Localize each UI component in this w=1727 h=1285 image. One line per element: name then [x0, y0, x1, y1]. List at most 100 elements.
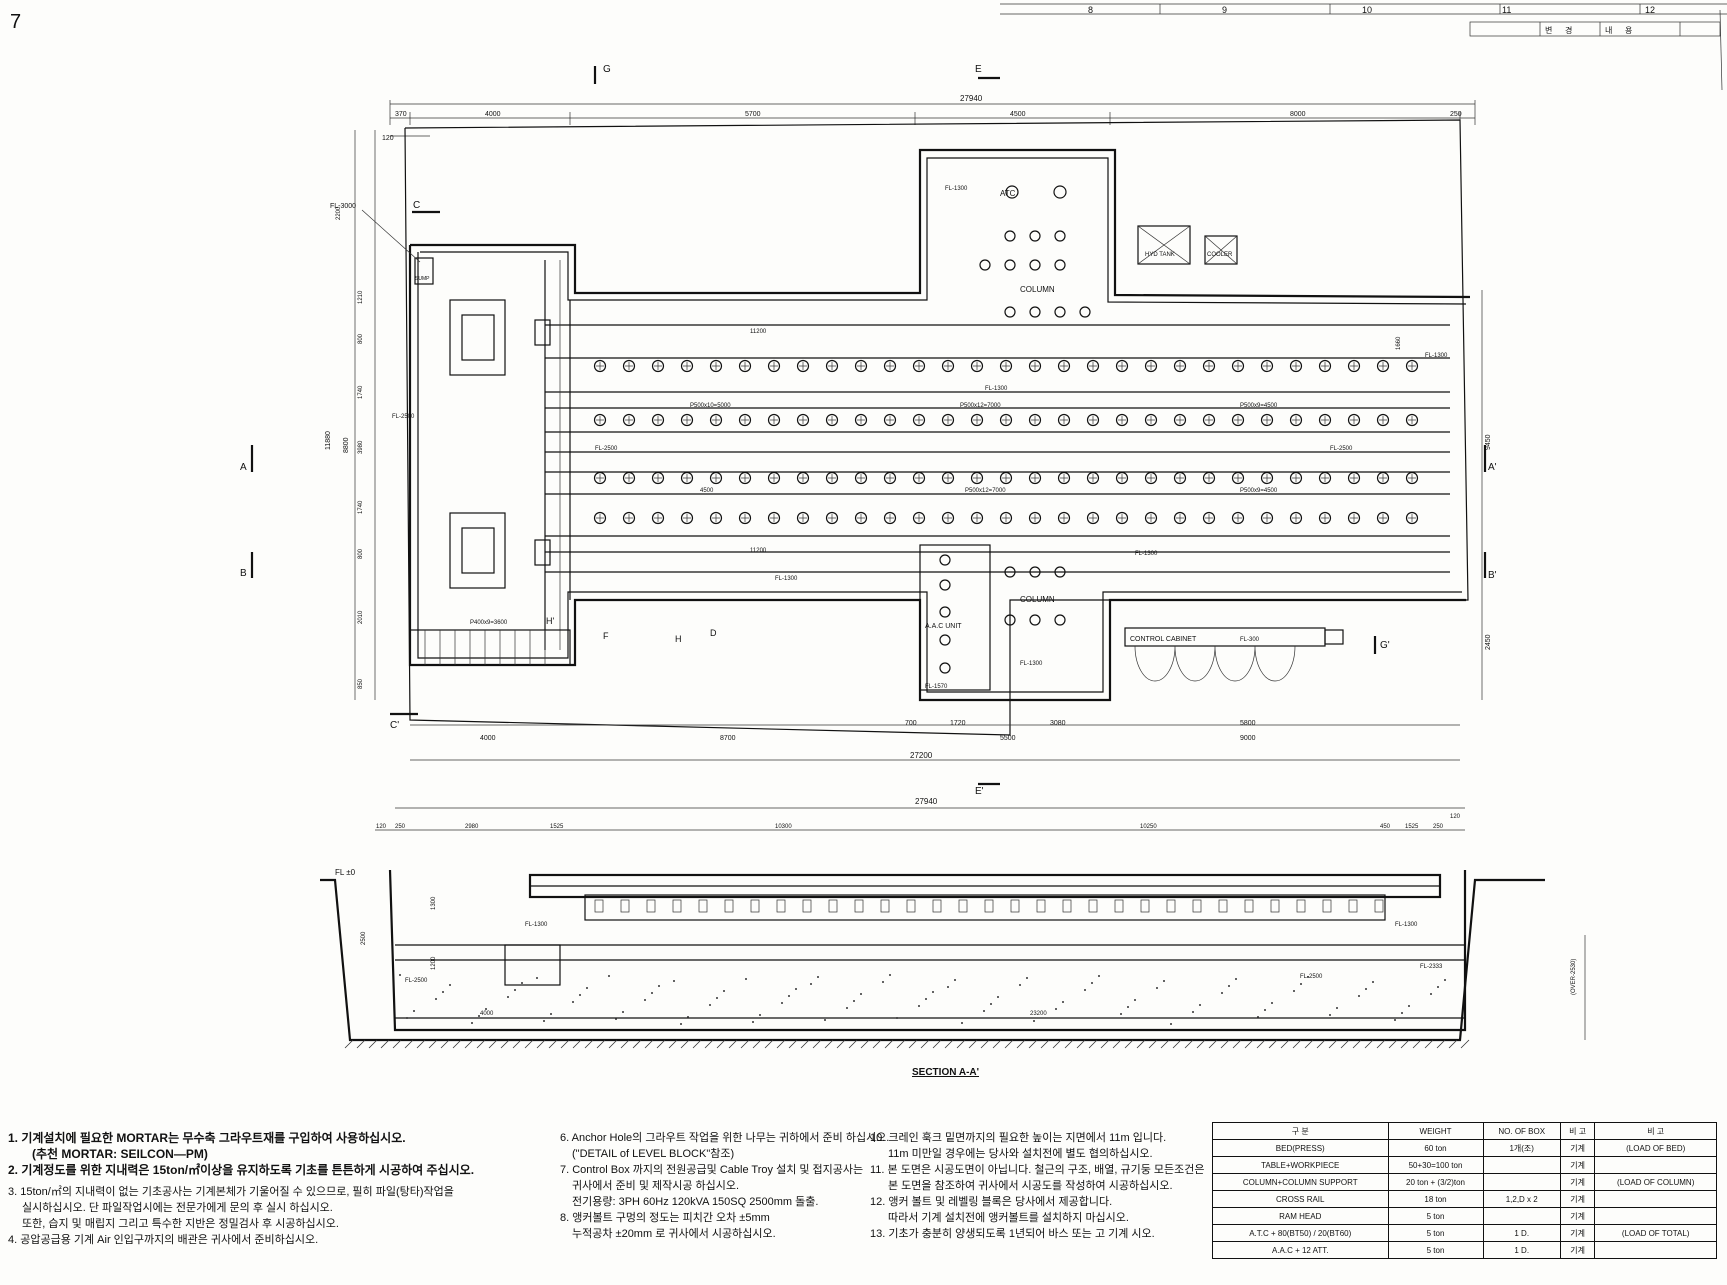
table-cell: A.A.C + 12 ATT.	[1212, 1241, 1389, 1259]
dim-overall-top: 27940	[960, 94, 983, 103]
hatch-line	[344, 1039, 354, 1049]
concrete-dot	[1055, 1008, 1057, 1010]
note-1-sub: (추천 MORTAR: SEILCON—PM)	[32, 1147, 208, 1161]
concrete-dot	[947, 986, 949, 988]
table-cell: 20 ton + (3/2)ton	[1387, 1173, 1484, 1191]
concrete-dot	[882, 981, 884, 983]
concrete-dot	[543, 1020, 545, 1022]
dim-top-1: 370	[395, 111, 407, 118]
section-bolt	[750, 899, 760, 913]
hatch-line	[1172, 1039, 1182, 1049]
hatch-line	[1040, 1039, 1050, 1049]
hatch-line	[1004, 1039, 1014, 1049]
concrete-dot	[1098, 975, 1100, 977]
anchor-bolt-hole	[1086, 359, 1100, 373]
pit-support	[504, 944, 561, 986]
concrete-dot	[1257, 1016, 1259, 1018]
hatch-line	[1256, 1039, 1266, 1049]
sec-height-r: (OVER-2530)	[1571, 959, 1577, 995]
hyd-tank	[1137, 225, 1191, 265]
hatch-line	[368, 1039, 378, 1049]
anchor-bolt-hole	[1376, 359, 1390, 373]
anchor-bolt-hole	[1347, 511, 1361, 525]
label-atc: ATC	[1000, 189, 1016, 198]
anchor-bolt-hole	[1173, 359, 1187, 373]
hatch-line	[1424, 1039, 1434, 1049]
label-fl300: FL-300	[1240, 637, 1260, 643]
anchor-bolt-hole	[1405, 471, 1419, 485]
hatch-line	[728, 1039, 738, 1049]
anchor-bolt-hole	[1260, 471, 1274, 485]
anchor-bolt-hole	[622, 471, 636, 485]
section-c-prime: C'	[390, 720, 399, 731]
anchor-bolt-hole	[1231, 359, 1245, 373]
concrete-dot	[406, 1017, 408, 1019]
table-cell: 1 D.	[1482, 1224, 1561, 1242]
anchor-bolt-hole	[738, 413, 752, 427]
table-cell: 기계	[1559, 1207, 1596, 1225]
table-cell	[1482, 1207, 1561, 1225]
anchor-bolt-hole	[970, 413, 984, 427]
dim-right-1: 1660	[1396, 336, 1402, 350]
hatch-line	[944, 1039, 954, 1049]
anchor-bolt-hole	[796, 359, 810, 373]
table-cell: 기계	[1559, 1224, 1596, 1242]
anchor-bolt-hole	[767, 359, 781, 373]
strip-num-10: 10	[1362, 5, 1372, 15]
section-bolt	[1166, 899, 1176, 913]
anchor-bolt-hole	[1057, 511, 1071, 525]
anchor-bolt-hole	[1405, 413, 1419, 427]
strip-num-8: 8	[1088, 5, 1093, 15]
section-bolt	[1114, 899, 1124, 913]
concrete-dot	[521, 982, 523, 984]
dim-11200-top: 11200	[750, 329, 767, 335]
anchor-bolt-hole	[1144, 511, 1158, 525]
concrete-dot	[1365, 988, 1367, 990]
anchor-bolt-hole	[622, 359, 636, 373]
anchor-bolt-hole	[796, 511, 810, 525]
sec-fl1300-l: FL-1300	[525, 922, 548, 928]
table-cell: BED(PRESS)	[1212, 1139, 1389, 1157]
dim-top-3: 5700	[745, 111, 761, 118]
hatch-line	[512, 1039, 522, 1049]
concrete-dot	[680, 1023, 682, 1025]
dim-bot-6: 3080	[1050, 720, 1066, 727]
hatch-line	[752, 1039, 762, 1049]
hatch-line	[1196, 1039, 1206, 1049]
section-e-prime: E'	[975, 786, 984, 797]
table-cell: 기계	[1559, 1173, 1596, 1191]
ground-hatch	[344, 1039, 1470, 1049]
dim-overall-bottom: 27200	[910, 751, 933, 760]
label-fl1300-a: FL-1300	[985, 386, 1008, 392]
hatch-line	[560, 1039, 570, 1049]
label-fl3000: FL-3000	[330, 203, 356, 210]
anchor-bolt-hole	[1057, 359, 1071, 373]
note-6: 6. Anchor Hole의 그라우트 작업을 위한 나무는 귀하에서 준비 …	[560, 1132, 890, 1144]
hatch-line	[440, 1039, 450, 1049]
concrete-dot	[1156, 987, 1158, 989]
strip-num-11: 11	[1502, 5, 1511, 15]
hatch-line	[872, 1039, 882, 1049]
anchor-bolt-hole	[912, 359, 926, 373]
concrete-dot	[449, 984, 451, 986]
anchor-bolt-hole	[1289, 511, 1303, 525]
anchor-bolt-hole	[825, 511, 839, 525]
anchor-bolt-hole	[1260, 359, 1274, 373]
section-bolt	[1088, 899, 1098, 913]
concrete-dot	[1163, 980, 1165, 982]
hatch-line	[536, 1039, 546, 1049]
strip-num-12: 12	[1645, 5, 1655, 15]
section-d: D	[710, 628, 717, 638]
th-remark1: 비 고	[1559, 1122, 1596, 1140]
dim-bot-2: 8700	[720, 735, 736, 742]
anchor-bolt-hole	[970, 471, 984, 485]
hatch-line	[1016, 1039, 1026, 1049]
corner-mark: 7	[10, 11, 21, 33]
anchor-bolt-hole	[941, 359, 955, 373]
hatch-line	[428, 1039, 438, 1049]
note-3: 3. 15ton/㎡의 지내력이 없는 기초공사는 기계본체가 기울어질 수 있…	[8, 1186, 454, 1198]
hatch-line	[1340, 1039, 1350, 1049]
anchor-bolt-hole	[912, 511, 926, 525]
concrete-dot	[1019, 984, 1021, 986]
